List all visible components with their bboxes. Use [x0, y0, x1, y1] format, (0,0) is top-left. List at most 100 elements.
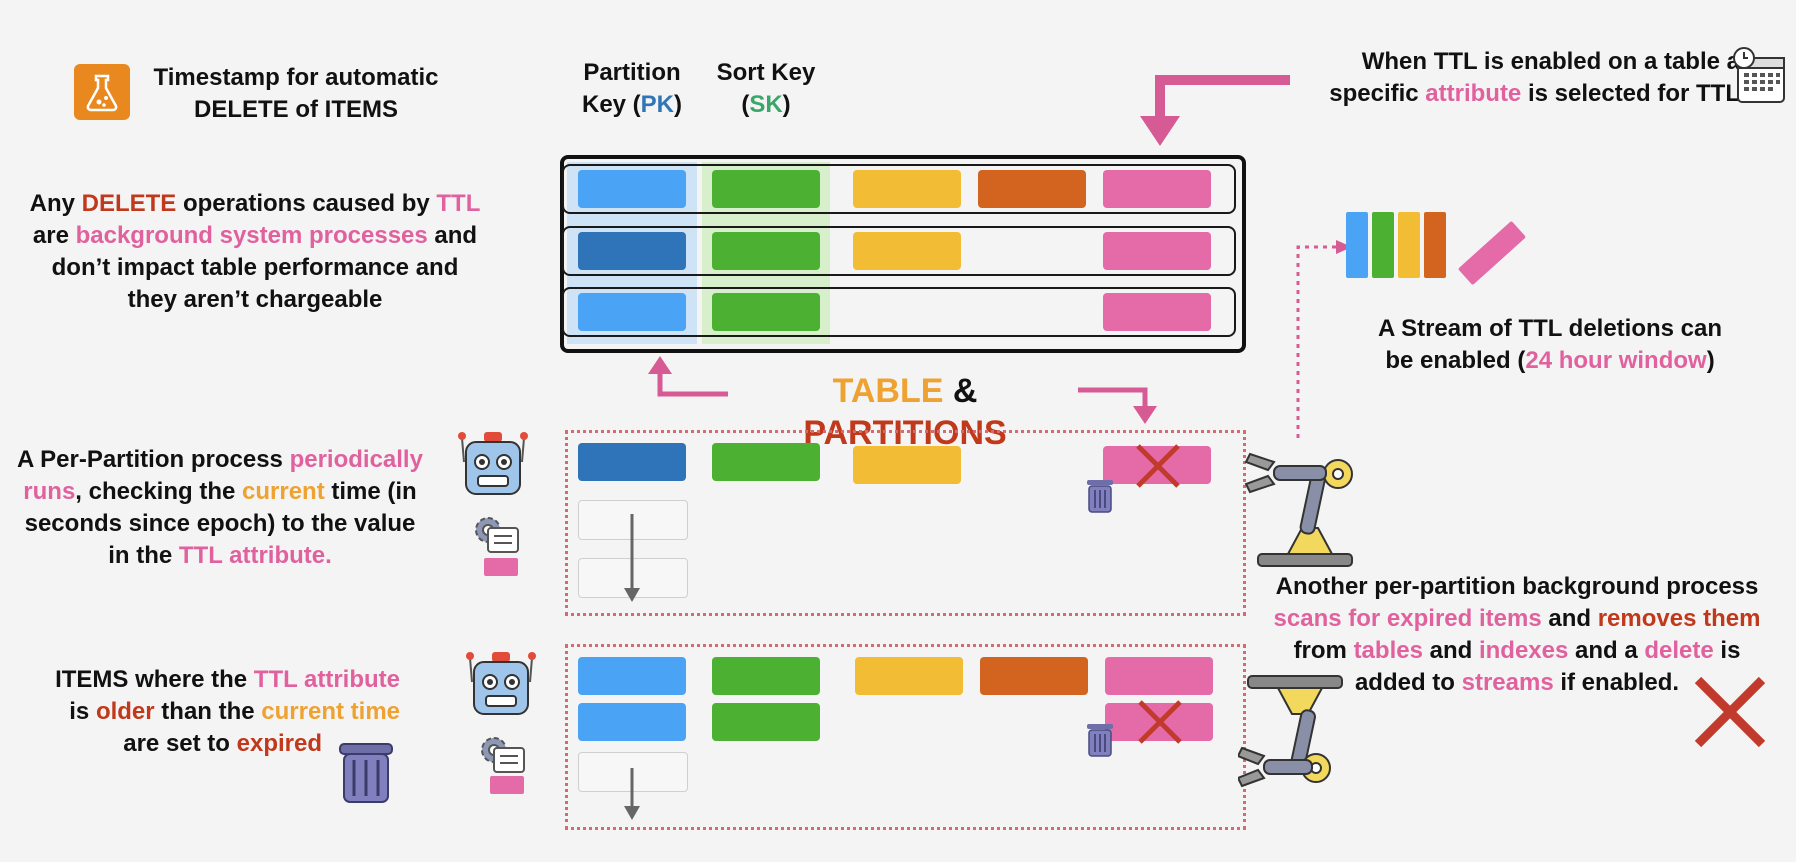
title-line-2: DELETE of ITEMS — [194, 96, 398, 123]
dn-delete: DELETE — [81, 190, 177, 217]
item-ttl-cell — [1103, 293, 1211, 331]
ttl-note-a: specific — [1329, 80, 1426, 107]
stream-bar — [1398, 212, 1420, 278]
ex-1a: ITEMS where the — [55, 666, 254, 693]
item-pk-cell — [578, 657, 686, 695]
ttl-note-attribute: attribute — [1425, 80, 1522, 107]
bg-3c: and — [1422, 637, 1479, 664]
stream-note-line-1: A Stream of TTL deletions can — [1377, 315, 1723, 342]
robotic-arm-icon — [1238, 675, 1343, 788]
bg-line-1: Another per-partition background process — [1275, 573, 1759, 600]
label-partitions: PARTITIONS — [803, 414, 1007, 452]
dn-1c: operations caused by — [176, 190, 437, 217]
pk-suffix: ) — [674, 91, 683, 118]
dn-bg: background system processes — [75, 222, 428, 249]
pp-ttl-attr: TTL attribute. — [178, 542, 332, 569]
pp-line-3: seconds since epoch) to the value — [24, 510, 416, 537]
bg-scans: scans for expired items — [1273, 605, 1542, 632]
table-arrow-right-head — [1133, 406, 1157, 424]
bg-line-4: added to streams if enabled. — [1262, 667, 1772, 699]
table-arrow-left — [657, 372, 728, 397]
stream-dotted-arrow — [1296, 245, 1338, 438]
item-pk-cell — [578, 703, 686, 741]
item-attr-cell — [855, 657, 963, 695]
ex-expired: expired — [236, 730, 322, 757]
dn-ttl: TTL — [436, 190, 481, 217]
table-partitions-label: TABLE & PARTITIONS — [730, 370, 1080, 454]
item-sk-cell — [712, 703, 820, 741]
trash-icon — [1087, 724, 1113, 757]
pk-abbr: PK — [640, 91, 675, 118]
pp-1a: A Per-Partition process — [17, 446, 290, 473]
table-row — [562, 164, 1236, 214]
pp-line-4: in the TTL attribute. — [0, 540, 440, 572]
bg-4a: added to — [1354, 669, 1462, 696]
page-title: Timestamp for automatic DELETE of ITEMS — [140, 62, 452, 126]
item-sk-cell — [712, 232, 820, 270]
ttl-arrow-head — [1140, 116, 1180, 146]
sn-c: ) — [1706, 347, 1715, 374]
down-arrow-icon — [624, 514, 640, 602]
item-sk-cell — [712, 170, 820, 208]
pp-current: current — [242, 478, 325, 505]
cross-icon — [1136, 444, 1180, 488]
item-pk-cell — [578, 232, 686, 270]
bg-3e: and a — [1568, 637, 1645, 664]
item-pk-cell — [578, 443, 686, 481]
stream-bar — [1424, 212, 1446, 278]
dn-2a: are — [32, 222, 76, 249]
bg-removes: removes them — [1597, 605, 1761, 632]
ex-ttl-attr: TTL attribute — [253, 666, 400, 693]
table-row — [562, 226, 1236, 276]
item-ttl-cell — [1103, 170, 1211, 208]
bg-line-3: from tables and indexes and a delete is — [1262, 635, 1772, 667]
dn-1a: Any — [29, 190, 82, 217]
ex-current-time: current time — [261, 698, 400, 725]
bg-tables: tables — [1353, 637, 1423, 664]
label-table: TABLE — [832, 372, 944, 410]
partition-key-header: Partition Key (PK) — [560, 57, 704, 121]
dn-2c: and — [427, 222, 478, 249]
table-row — [562, 287, 1236, 337]
sk-line-2: (SK) — [700, 89, 832, 121]
ex-line-2: is older than the current time — [10, 696, 400, 728]
pp-line-1: A Per-Partition process periodically — [0, 444, 440, 476]
item-attr-cell — [980, 657, 1088, 695]
partition-box — [565, 430, 1246, 616]
delete-note-line-2: are background system processes and — [20, 220, 490, 252]
title-line-1: Timestamp for automatic — [153, 64, 439, 91]
stream-note: A Stream of TTL deletions can be enabled… — [1340, 313, 1760, 377]
ttl-note-line-1: When TTL is enabled on a table a — [1361, 48, 1740, 75]
sn-a: be enabled ( — [1385, 347, 1526, 374]
pp-2d: time (in — [324, 478, 417, 505]
item-pk-cell — [578, 293, 686, 331]
item-attr-cell — [853, 170, 961, 208]
item-attr-cell — [853, 232, 961, 270]
ex-2c: than the — [154, 698, 262, 725]
item-sk-cell — [712, 293, 820, 331]
item-ttl-cell — [1103, 232, 1211, 270]
pp-runs: runs — [23, 478, 76, 505]
sort-key-header: Sort Key (SK) — [700, 57, 832, 121]
ttl-value-chip — [490, 776, 524, 794]
stream-bar — [1346, 212, 1368, 278]
bg-streams: streams — [1461, 669, 1554, 696]
robot-icon — [466, 652, 536, 715]
pp-periodically: periodically — [289, 446, 423, 473]
gear-icon — [481, 737, 525, 773]
bg-2b: and — [1541, 605, 1598, 632]
item-ttl-cell — [1105, 657, 1213, 695]
pk-line-1: Partition — [583, 59, 681, 86]
bg-delete: delete — [1644, 637, 1714, 664]
stream-dotted-arrow-head — [1336, 240, 1352, 254]
sk-line-1: Sort Key — [716, 59, 816, 86]
delete-ops-note: Any DELETE operations caused by TTL are … — [20, 188, 490, 316]
bg-3g: is — [1713, 637, 1741, 664]
gear-icon — [475, 517, 519, 553]
sk-abbr: SK — [749, 91, 783, 118]
background-process-note: Another per-partition background process… — [1262, 571, 1772, 699]
ttl-arrow — [1155, 75, 1290, 120]
down-arrow-icon — [624, 768, 640, 820]
ttl-note-c: is selected for TTL — [1521, 80, 1740, 107]
pp-line-2: runs, checking the current time (in — [0, 476, 440, 508]
